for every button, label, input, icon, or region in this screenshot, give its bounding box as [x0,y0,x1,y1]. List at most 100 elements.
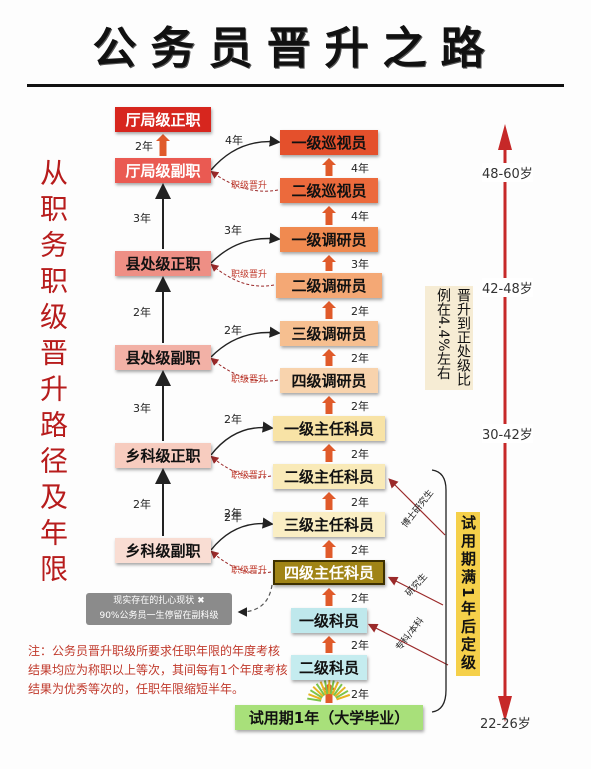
entry-arrow [387,576,444,606]
right-rank-box: 一级科员 [291,608,367,633]
probation-bracket [431,469,447,713]
cross-year-label: 2年 [224,507,242,520]
equivalence-arrow [210,455,272,478]
left-up-arrow [156,134,170,141]
left-rank-box: 厅局级正职 [115,107,211,132]
burst-ray [308,693,322,701]
left-rank-box: 厅局级副职 [115,158,211,183]
cross-year-label: 2年 [224,511,242,524]
burst-ray [335,689,349,699]
cross-year-label: 2年 [224,413,242,426]
left-year-label: 3年 [133,401,151,415]
right-up-arrow-shaft [325,402,333,414]
right-up-arrow [322,158,336,165]
cross-year-label: 2年 [224,324,242,337]
right-up-arrow-shaft [325,355,333,366]
right-up-arrow-shaft [325,498,333,510]
right-rank-box: 三级主任科员 [273,512,385,537]
promotion-cross-arrow [210,517,274,551]
equivalence-label: 职级晋升 [231,181,268,191]
age-label: 48-60岁 [482,163,533,182]
gray-note-line1: 现实存在的扎心现状 [113,596,195,606]
right-up-arrow [322,301,336,308]
age-label: 22-26岁 [480,717,531,732]
ratio-note: 晋升到正处级比例在4.4%左右 [425,286,473,390]
equivalence-arrow [210,263,275,287]
burst-ray [319,681,327,695]
burst-ray [307,697,322,702]
left-rank-box: 乡科级正职 [115,443,211,468]
right-year-label: 2年 [351,495,369,509]
equivalence-label: 职级晋升 [231,471,268,481]
right-rank-box: 二级主任科员 [273,464,385,489]
promotion-cross-arrow [210,421,274,456]
burst-ray [332,683,343,697]
left-rank-box: 县处级副职 [115,345,211,370]
probation-box: 试用期1年（大学毕业） [235,705,423,730]
right-year-label: 2年 [351,399,369,413]
burst-ray [309,689,323,699]
right-up-arrow [322,206,336,213]
burst-ray [329,680,335,695]
right-rank-box: 二级巡视员 [280,178,378,203]
gray-note-arrow [237,584,273,617]
right-rank-box: 三级调研员 [280,321,378,346]
age-axis-top-arrow [498,124,512,150]
right-rank-box: 四级主任科员 [273,560,385,585]
right-up-arrow [322,255,336,262]
right-rank-box: 一级主任科员 [273,416,385,441]
right-up-arrow [322,396,336,403]
right-rank-box: 四级调研员 [280,368,378,393]
right-rank-box: 一级调研员 [280,227,378,252]
entry-arrow [367,623,449,666]
right-year-label: 4年 [351,210,369,223]
right-rank-box: 二级科员 [291,655,367,680]
left-rank-box: 县处级正职 [115,251,211,276]
entry-arrow [388,478,446,536]
right-up-arrow-shaft [325,164,333,176]
burst-ray [315,683,326,696]
right-year-label: 2年 [351,591,369,605]
right-year-label: 3年 [351,257,369,271]
equivalence-arrow [210,357,279,382]
gray-note: 现实存在的扎心现状 ✖ 90%公务员一生停留在副科级 [86,593,232,625]
right-year-label: 2年 [351,304,369,318]
right-up-arrow-shaft [325,212,333,225]
right-up-arrow-shaft [325,546,333,558]
promotion-cross-arrow [210,326,281,358]
right-up-arrow-shaft [325,594,333,606]
equivalence-label: 职级晋升 [231,270,268,280]
right-up-arrow [322,444,336,451]
left-up-arrow-shaft [159,140,167,156]
cross-year-label: 3年 [224,224,242,237]
right-up-arrow [322,636,336,643]
age-label: 30-42岁 [482,424,533,443]
right-year-label: 2年 [351,447,369,461]
right-year-label: 2年 [351,352,369,365]
right-up-arrow-shaft [325,642,333,653]
age-axis-bottom-arrow [498,696,512,722]
burst-ray [323,680,329,695]
left-year-label: 2年 [133,305,151,319]
left-year-label: 2年 [133,498,151,511]
right-up-arrow-shaft [325,450,333,462]
side-title: 从职务职级晋升路径及年限 [36,158,69,590]
cross-year-label: 4年 [225,134,243,147]
burst-ray [336,693,351,701]
right-up-arrow [322,588,336,595]
gray-note-line2: 90%公务员一生停留在副科级 [99,611,219,621]
broken-heart-icon: ✖ [194,596,205,606]
right-up-arrow [322,349,336,356]
page-title: 公务员晋升之路 [92,23,499,74]
burst-ray [331,681,339,696]
left-rank-box: 乡科级副职 [115,538,211,563]
right-rank-box: 二级调研员 [276,273,382,298]
equivalence-arrow [210,550,272,574]
equivalence-label: 职级晋升 [231,375,268,385]
promotion-cross-arrow [210,135,281,171]
right-rank-box: 一级巡视员 [280,130,378,155]
right-up-arrow-shaft [325,307,333,319]
right-up-arrow [322,492,336,499]
